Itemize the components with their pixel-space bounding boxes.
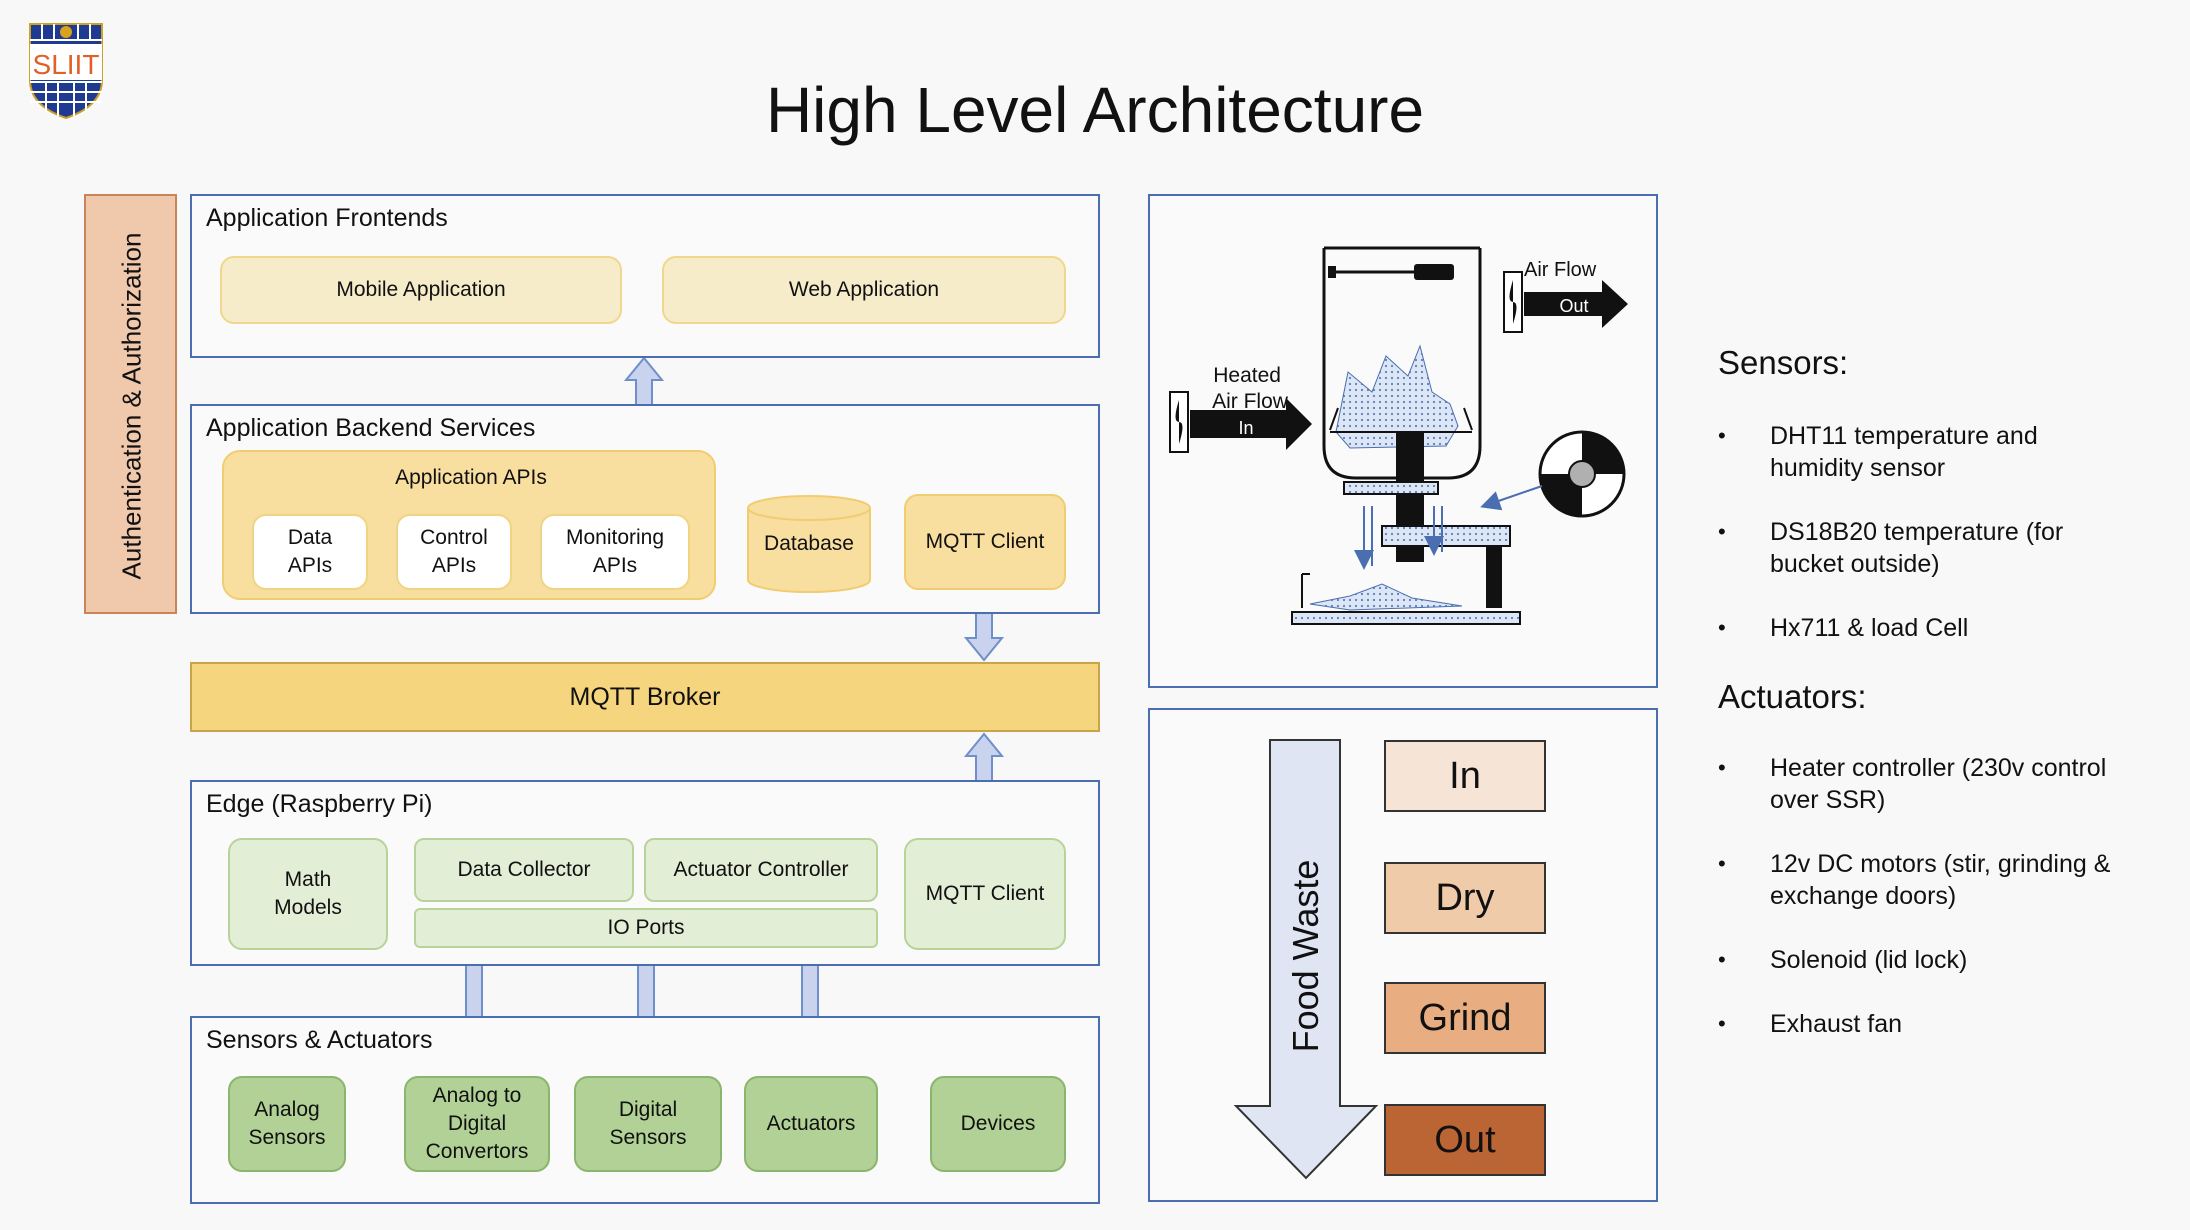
outlet-out-label: Out xyxy=(1559,296,1588,316)
device-schematic-panel: Heated Air Flow In Air Flow Out xyxy=(1148,194,1658,688)
svg-text:Heated Air Flow: Heated Air Flow xyxy=(1212,364,1289,413)
food-waste-label: Food Waste xyxy=(1285,859,1326,1053)
process-flow-panel: Food Waste In Dry Grind Out xyxy=(1148,708,1658,1202)
page-title: High Level Architecture xyxy=(765,74,1425,146)
stage-dry: Dry xyxy=(1384,862,1546,934)
sensor-item: • DS18B20 temperature (for bucket outsid… xyxy=(1718,518,2064,578)
sensors-heading: Sensors: xyxy=(1718,344,1849,381)
edge-title: Edge (Raspberry Pi) xyxy=(206,790,433,818)
application-apis-group: Application APIs Data APIs Control APIs … xyxy=(222,450,716,600)
io-ports-box: IO Ports xyxy=(414,908,878,948)
data-apis-box: Data APIs xyxy=(252,514,368,590)
actuator-item: • Solenoid (lid lock) xyxy=(1718,946,1968,974)
stage-out: Out xyxy=(1384,1104,1546,1176)
edge-mqtt-client-box: MQTT Client xyxy=(904,838,1066,950)
mqtt-broker-bar: MQTT Broker xyxy=(190,662,1100,732)
stage-in: In xyxy=(1384,740,1546,812)
actuator-item: • 12v DC motors (stir, grinding & exchan… xyxy=(1718,850,2111,910)
sensors-actuators-title: Sensors & Actuators xyxy=(206,1026,433,1054)
mqtt-broker-label: MQTT Broker xyxy=(569,682,721,711)
backend-title: Application Backend Services xyxy=(206,414,536,442)
adc-box: Analog to Digital Convertors xyxy=(404,1076,550,1172)
frontends-panel: Application Frontends Mobile Application… xyxy=(190,194,1100,358)
sensor-item: • Hx711 & load Cell xyxy=(1718,614,1969,642)
actuators-box: Actuators xyxy=(744,1076,878,1172)
actuators-heading: Actuators: xyxy=(1718,678,1867,715)
digital-sensors-box: Digital Sensors xyxy=(574,1076,722,1172)
sensors-actuators-panel: Sensors & Actuators Analog Sensors Analo… xyxy=(190,1016,1100,1204)
analog-sensors-box: Analog Sensors xyxy=(228,1076,346,1172)
logo-text: SLIIT xyxy=(33,49,100,80)
devices-box: Devices xyxy=(930,1076,1066,1172)
actuator-item: • Heater controller (230v control over S… xyxy=(1718,754,2107,814)
actuator-item: • Exhaust fan xyxy=(1718,1010,1903,1038)
monitoring-apis-box: Monitoring APIs xyxy=(540,514,690,590)
database-cylinder: Database xyxy=(746,494,872,594)
application-apis-title: Application APIs xyxy=(395,466,547,489)
food-waste-arrow xyxy=(1233,739,1379,1180)
frontends-title: Application Frontends xyxy=(206,204,448,232)
data-collector-box: Data Collector xyxy=(414,838,634,902)
backend-mqtt-client-box: MQTT Client xyxy=(904,494,1066,590)
heated-air-flow-label: Heated xyxy=(1213,364,1281,387)
inlet-in-label: In xyxy=(1238,418,1253,438)
mobile-application-box: Mobile Application xyxy=(220,256,622,324)
backend-panel: Application Backend Services Application… xyxy=(190,404,1100,614)
sensor-item: • DHT11 temperature and humidity sensor xyxy=(1718,422,2038,482)
math-models-box: Math Models xyxy=(228,838,388,950)
actuator-controller-box: Actuator Controller xyxy=(644,838,878,902)
sliit-logo: SLIIT xyxy=(26,20,106,120)
auth-bar: Authentication & Authorization xyxy=(84,194,177,614)
edge-panel: Edge (Raspberry Pi) Math Models Data Col… xyxy=(190,780,1100,966)
air-flow-label: Air Flow xyxy=(1524,259,1597,281)
device-schematic: Heated Air Flow In Air Flow Out xyxy=(1169,246,1628,625)
stage-grind: Grind xyxy=(1384,982,1546,1054)
database-label: Database xyxy=(764,532,854,555)
web-application-box: Web Application xyxy=(662,256,1066,324)
control-apis-box: Control APIs xyxy=(396,514,512,590)
